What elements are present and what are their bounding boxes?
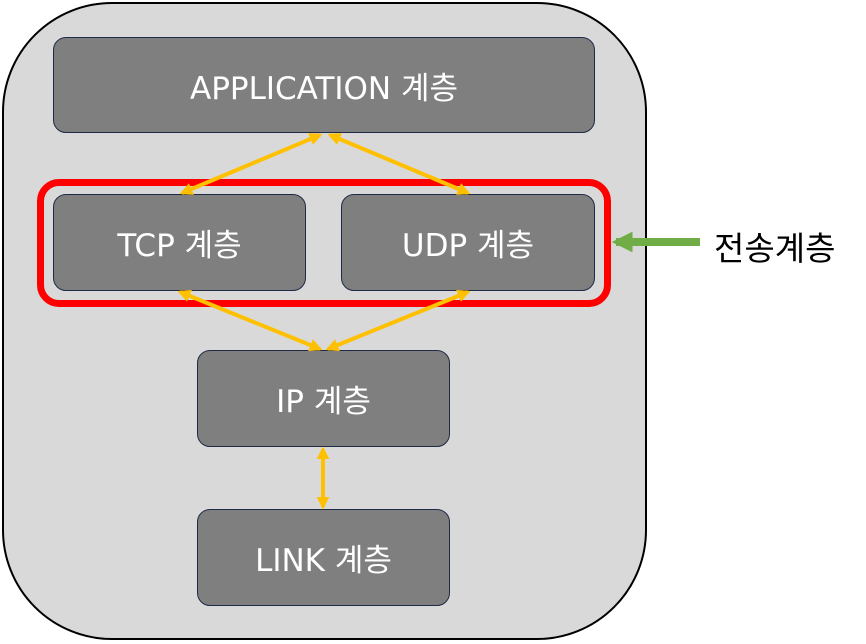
tcp-layer-box: TCP 계층 <box>53 194 306 291</box>
ip-layer-box: IP 계층 <box>197 350 450 447</box>
application-layer-label: APPLICATION 계층 <box>189 70 458 107</box>
transport-layer-highlight <box>37 179 611 307</box>
ip-layer-label: IP 계층 <box>276 384 371 420</box>
tcp-layer-label: TCP 계층 <box>117 228 242 264</box>
transport-layer-label: 전송계층 <box>714 229 836 268</box>
link-layer-label: LINK 계층 <box>255 543 392 579</box>
application-layer-box: APPLICATION 계층 <box>53 37 595 133</box>
udp-layer-label: UDP 계층 <box>401 228 535 264</box>
link-layer-box: LINK 계층 <box>197 509 450 606</box>
udp-layer-box: UDP 계층 <box>341 194 595 291</box>
